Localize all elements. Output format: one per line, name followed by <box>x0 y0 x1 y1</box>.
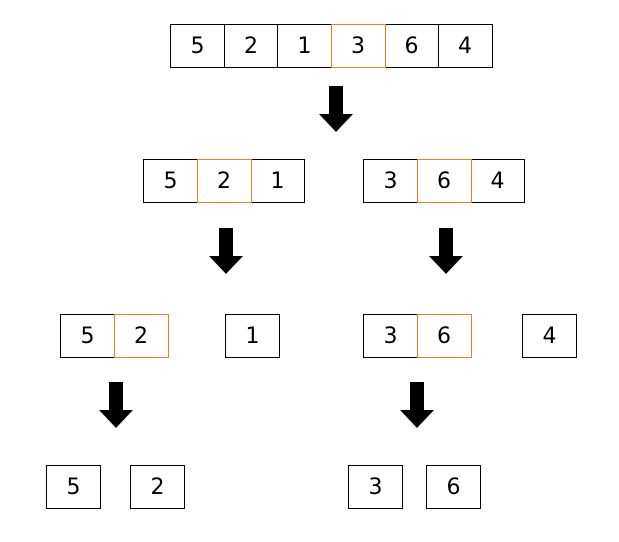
array-cell: 2 <box>113 314 169 358</box>
array-cell: 3 <box>363 159 418 203</box>
array-cell: 1 <box>225 314 280 358</box>
array-cell: 1 <box>250 159 305 203</box>
array-cell: 2 <box>223 24 279 68</box>
down-arrow-icon <box>209 228 243 274</box>
array-cell: 5 <box>170 24 225 68</box>
array-cell: 2 <box>130 465 185 509</box>
down-arrow-icon <box>99 382 133 428</box>
array-level-2-a: 5 2 <box>60 314 169 358</box>
array-cell: 6 <box>384 24 439 68</box>
array-cell: 4 <box>470 159 525 203</box>
down-arrow-icon <box>319 86 353 132</box>
array-cell: 4 <box>437 24 493 68</box>
array-cell: 3 <box>363 314 418 358</box>
array-level-3-b: 2 <box>130 465 185 509</box>
array-level-3-c: 3 <box>348 465 403 509</box>
array-cell: 3 <box>348 465 403 509</box>
array-cell: 6 <box>416 314 472 358</box>
array-cell: 5 <box>46 465 101 509</box>
array-cell: 4 <box>522 314 577 358</box>
array-cell: 5 <box>143 159 198 203</box>
array-level-2-c: 3 6 <box>363 314 472 358</box>
array-level-3-d: 6 <box>426 465 481 509</box>
array-cell: 6 <box>416 159 472 203</box>
array-cell: 2 <box>196 159 252 203</box>
array-cell: 1 <box>277 24 332 68</box>
array-level-1-right: 3 6 4 <box>363 159 525 203</box>
array-cell: 3 <box>330 24 386 68</box>
array-level-3-a: 5 <box>46 465 101 509</box>
down-arrow-icon <box>400 382 434 428</box>
down-arrow-icon <box>429 228 463 274</box>
array-cell: 5 <box>60 314 115 358</box>
array-level-1-left: 5 2 1 <box>143 159 305 203</box>
array-cell: 6 <box>426 465 481 509</box>
array-level-0: 5 2 1 3 6 4 <box>170 24 493 68</box>
array-level-2-b: 1 <box>225 314 280 358</box>
array-level-2-d: 4 <box>522 314 577 358</box>
